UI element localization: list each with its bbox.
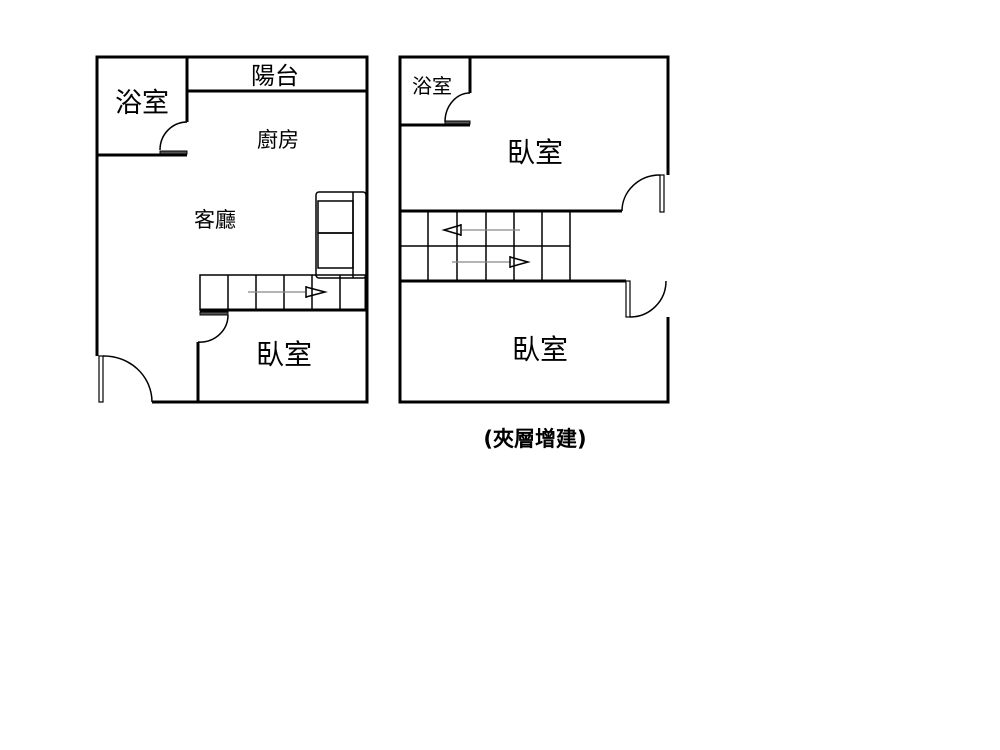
mezzanine-caption: (夾層增建) bbox=[483, 427, 586, 451]
ground-floor-plan: 浴室 陽台 廚房 客廳 臥室 bbox=[95, 55, 369, 404]
arrow-left-icon bbox=[441, 224, 462, 236]
bathroom-door-leaf bbox=[444, 120, 471, 125]
mezzanine-plan: 浴室 臥室 臥室 (夾層增建) bbox=[398, 55, 670, 451]
label-bedroom-lower: 臥室 bbox=[512, 333, 568, 366]
bedroom-door bbox=[197, 314, 229, 343]
bathroom-door-leaf bbox=[159, 150, 188, 155]
label-bedroom-upper: 臥室 bbox=[507, 136, 563, 169]
label-bathroom: 浴室 bbox=[412, 74, 452, 98]
bathroom-wall bbox=[400, 57, 472, 127]
arrow-icon bbox=[305, 286, 328, 298]
bedroom-wall bbox=[196, 308, 367, 402]
lower-bedroom-door bbox=[629, 280, 667, 318]
entrance-door-leaf bbox=[98, 355, 104, 403]
lower-bedroom-door-leaf bbox=[625, 280, 631, 318]
bedroom-door-leaf bbox=[199, 311, 229, 316]
bathroom-door bbox=[159, 121, 188, 151]
label-bedroom: 臥室 bbox=[256, 338, 312, 371]
bathroom-door bbox=[444, 92, 471, 123]
entrance-door bbox=[102, 355, 153, 403]
staircase bbox=[400, 211, 571, 281]
label-balcony: 陽台 bbox=[251, 62, 299, 90]
outer-walls bbox=[95, 55, 369, 404]
arrow-right-icon bbox=[509, 256, 531, 268]
staircase bbox=[199, 274, 368, 311]
upper-bedroom-door bbox=[621, 174, 661, 212]
corridor-walls bbox=[400, 209, 626, 283]
label-kitchen: 廚房 bbox=[257, 128, 299, 152]
outer-walls bbox=[398, 55, 670, 404]
label-living-room: 客廳 bbox=[194, 208, 236, 232]
upper-bedroom-door-leaf bbox=[659, 174, 665, 213]
label-bathroom: 浴室 bbox=[115, 88, 169, 119]
sofa bbox=[315, 191, 367, 279]
